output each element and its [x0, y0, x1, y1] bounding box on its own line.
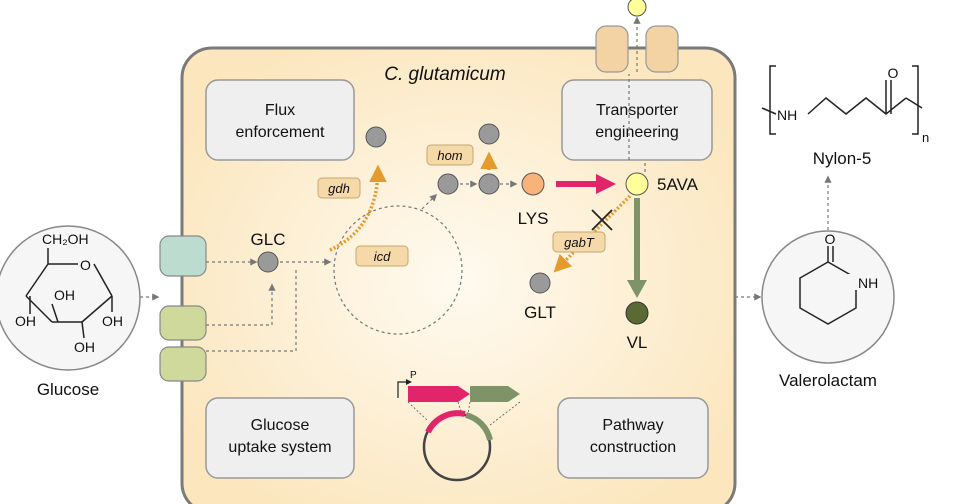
lys-to-5ava-arrow [556, 174, 616, 194]
exported-5ava-node [627, 0, 647, 17]
5ava-to-vl-arrow [627, 198, 647, 298]
nylon-nh: NH [777, 107, 797, 123]
lactam-nh: NH [858, 275, 878, 291]
svg-text:gdh: gdh [328, 181, 350, 196]
nylon5-structure: NH O n [761, 65, 929, 145]
transporter-green-1 [159, 305, 207, 341]
glucose-ring-o: O [80, 257, 91, 273]
promoter-label: P [410, 370, 417, 381]
block-cross [591, 209, 613, 231]
pathway-label-line2: construction [590, 439, 676, 456]
5ava-node [625, 172, 649, 196]
transporter-label-line2: engineering [595, 124, 679, 141]
cell-title: C. glutamicum [384, 64, 505, 85]
lys-label: LYS [518, 209, 549, 228]
enzyme-hom: hom [426, 144, 474, 166]
vl-label: VL [627, 333, 648, 352]
plasmid-construct: P [397, 370, 521, 482]
flux-label-line1: Flux [265, 102, 295, 119]
svg-text:icd: icd [374, 249, 391, 264]
glt-label: GLT [524, 303, 556, 322]
export-transporter-right [645, 25, 679, 73]
glucose-oh-2: OH [15, 313, 36, 329]
valerolactam-label: Valerolactam [779, 371, 877, 390]
svg-text:gabT: gabT [564, 235, 595, 250]
glc-node [257, 251, 279, 273]
transporter-teal [159, 235, 207, 277]
nylon-n: n [922, 130, 929, 145]
flux-enforcement-box: Flux enforcement [205, 79, 355, 161]
svg-text:hom: hom [437, 148, 462, 163]
gray-arrows [140, 16, 832, 352]
5ava-label: 5AVA [657, 175, 699, 194]
uptake-label-line2: uptake system [228, 439, 331, 456]
transporter-engineering-box: Transporter engineering [561, 79, 713, 161]
glucose-uptake-box: Glucose uptake system [205, 397, 355, 479]
tca-cycle [333, 205, 463, 335]
valerolactam-structure: O NH [761, 230, 895, 364]
flux-label-line2: enforcement [236, 124, 325, 141]
glucose-ch2oh: CH₂OH [42, 231, 89, 247]
pathway-label-line1: Pathway [602, 417, 663, 434]
cell-body [180, 46, 737, 504]
glucose-oh-4: OH [74, 339, 95, 355]
nylon5-label: Nylon-5 [813, 149, 872, 168]
enzyme-icd: icd [355, 245, 409, 267]
glucose-oh-1: OH [54, 287, 75, 303]
glucose-oh-3: OH [102, 313, 123, 329]
glucose-structure: CH₂OH O OH OH OH OH [0, 225, 141, 371]
glt-node [529, 272, 551, 294]
export-transporter-left [595, 25, 629, 73]
glucose-label: Glucose [37, 380, 99, 399]
lactam-o: O [825, 231, 836, 247]
nylon-o: O [888, 65, 899, 81]
gdh-product-node [365, 126, 387, 148]
intermediate-node-2 [478, 173, 500, 195]
uptake-label-line1: Glucose [251, 417, 310, 434]
transporter-green-2 [159, 346, 207, 382]
glc-label: GLC [251, 230, 286, 249]
enzyme-gdh: gdh [317, 177, 361, 199]
lys-node [521, 172, 545, 196]
vl-node [625, 301, 649, 325]
pathway-construction-box: Pathway construction [557, 397, 709, 479]
intermediate-node-1 [437, 173, 459, 195]
transporter-label-line1: Transporter [596, 102, 679, 119]
enzyme-gabt: gabT [552, 231, 606, 253]
hom-product-node [478, 123, 500, 145]
